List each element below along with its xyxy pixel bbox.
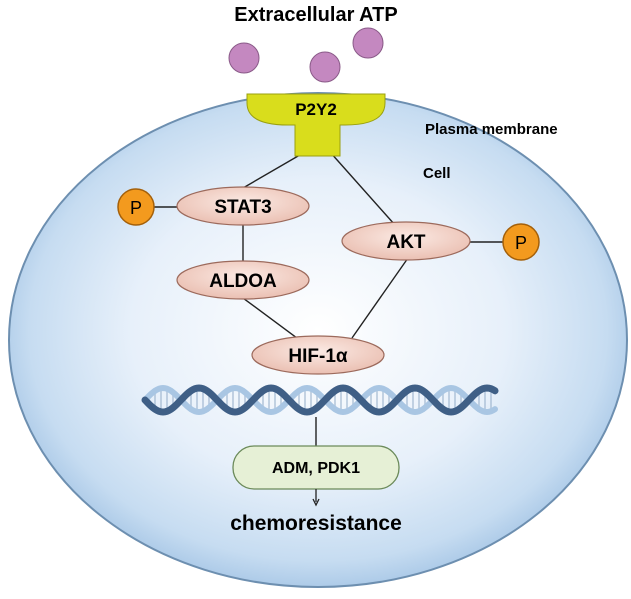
arrow-to-chemoresistance bbox=[312, 489, 320, 507]
edge-p2y2-stat3 bbox=[242, 151, 306, 189]
stat3-phospho-label: P bbox=[130, 198, 142, 218]
p2y2-label: P2Y2 bbox=[295, 100, 337, 119]
aldoa-node bbox=[176, 260, 310, 300]
hif1a-node bbox=[251, 335, 385, 375]
stat3-label: STAT3 bbox=[214, 197, 271, 218]
target-genes-label: ADM, PDK1 bbox=[272, 460, 360, 477]
cell-label: Cell bbox=[423, 165, 451, 182]
dna-strand bbox=[142, 384, 498, 416]
akt-node bbox=[341, 221, 471, 261]
title: Extracellular ATP bbox=[234, 4, 397, 26]
edge-p2y2-akt bbox=[329, 151, 396, 226]
dna-strand bbox=[141, 384, 499, 416]
akt-phospho-badge bbox=[502, 223, 540, 261]
chemoresistance-label: chemoresistance bbox=[230, 512, 402, 535]
edge-aldoa-hif1a bbox=[242, 297, 298, 339]
stat3-node bbox=[176, 186, 310, 226]
aldoa-label: ALDOA bbox=[209, 271, 277, 292]
hif1a-label: HIF-1α bbox=[288, 346, 348, 367]
stat3-phospho-badge bbox=[117, 188, 155, 226]
akt-label: AKT bbox=[386, 232, 425, 253]
akt-phospho-label: P bbox=[515, 233, 527, 253]
plasma-membrane-label: Plasma membrane bbox=[425, 121, 558, 138]
p2y2-receptor bbox=[246, 93, 386, 157]
dna-helix-icon bbox=[141, 384, 499, 416]
pathway-edges bbox=[154, 151, 503, 446]
atp-molecule-icon bbox=[228, 27, 384, 83]
edge-akt-hif1a bbox=[351, 257, 409, 339]
